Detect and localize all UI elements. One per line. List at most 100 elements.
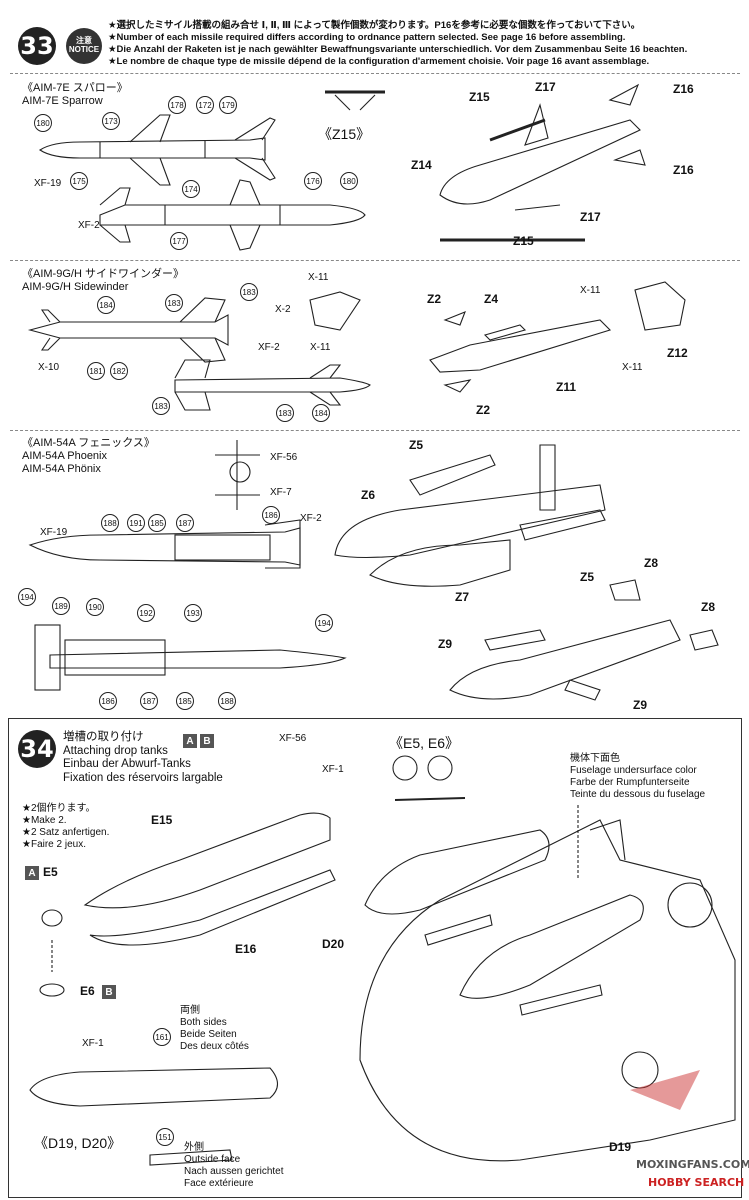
drop-tank-e15 bbox=[83, 812, 331, 909]
make2-fr: ★Faire 2 jeux. bbox=[22, 839, 86, 850]
part-z8-a: Z8 bbox=[644, 556, 659, 570]
paint-xf1-b: XF-1 bbox=[82, 1038, 104, 1049]
outside-face-en: Outside face bbox=[184, 1154, 241, 1165]
callout-184-b: 184 bbox=[312, 404, 330, 422]
sidewinder-title-en: AIM-9G/H Sidewinder bbox=[22, 281, 129, 293]
step-34-title-en: Attaching drop tanks bbox=[63, 744, 168, 757]
callout-185-a: 185 bbox=[148, 514, 166, 532]
phoenix-exploded-2 bbox=[449, 619, 681, 700]
make2-notes: ★2個作ります。 ★Make 2. ★2 Satz anfertigen. ★F… bbox=[22, 803, 109, 851]
step-34-title: 増槽の取り付け Attaching drop tanks Einbau der … bbox=[63, 731, 223, 785]
notice-text-en: ★Number of each missile required differs… bbox=[108, 32, 626, 43]
callout-181: 181 bbox=[87, 362, 105, 380]
callout-172: 172 bbox=[196, 96, 214, 114]
callout-178: 178 bbox=[168, 96, 186, 114]
sidewinder-title: 《AIM-9G/H サイドワインダー》 AIM-9G/H Sidewinder bbox=[22, 268, 184, 294]
paint-xf2-b: XF-2 bbox=[258, 342, 280, 353]
phoenix-title-jp: 《AIM-54A フェニックス》 bbox=[22, 437, 155, 449]
part-z15-a: Z15 bbox=[469, 90, 490, 104]
make2-de: ★2 Satz anfertigen. bbox=[22, 827, 110, 838]
part-z16-a: Z16 bbox=[673, 82, 694, 96]
sidewinder-missile-1 bbox=[27, 314, 229, 346]
step-34-number: 34 bbox=[18, 730, 56, 768]
drop-tank-side bbox=[29, 1067, 279, 1107]
fuselage-color-jp: 機体下面色 bbox=[570, 753, 620, 764]
phoenix-exploded-1 bbox=[334, 484, 606, 559]
sidewinder-exploded bbox=[429, 319, 612, 373]
part-z2-b: Z2 bbox=[476, 403, 491, 417]
callout-183-c: 183 bbox=[152, 397, 170, 415]
part-z17-b: Z17 bbox=[580, 210, 601, 224]
part-z15-b: Z15 bbox=[513, 234, 534, 248]
fuselage-color-fr: Teinte du dessous du fuselage bbox=[570, 789, 706, 800]
callout-193: 193 bbox=[184, 604, 202, 622]
part-z2-a: Z2 bbox=[427, 292, 442, 306]
callout-187-a: 187 bbox=[176, 514, 194, 532]
callout-175: 175 bbox=[70, 172, 88, 190]
callout-184-a: 184 bbox=[97, 296, 115, 314]
paint-xf7: XF-7 bbox=[270, 487, 292, 498]
fuselage-color-de: Farbe der Rumpfunterseite bbox=[570, 777, 690, 788]
callout-194-b: 194 bbox=[315, 614, 333, 632]
callout-176: 176 bbox=[304, 172, 322, 190]
callout-177: 177 bbox=[170, 232, 188, 250]
callout-180-b: 180 bbox=[340, 172, 358, 190]
part-z11: Z11 bbox=[556, 380, 577, 394]
part-z9-a: Z9 bbox=[438, 637, 453, 651]
divider-phoenix bbox=[10, 430, 740, 431]
paint-xf2-a: XF-2 bbox=[78, 220, 100, 231]
callout-186-b: 186 bbox=[99, 692, 117, 710]
d19-d20-label: 《D19, D20》 bbox=[34, 1135, 122, 1151]
divider-sparrow bbox=[10, 73, 740, 74]
drop-tank-e16 bbox=[89, 869, 336, 946]
part-z9-b: Z9 bbox=[633, 698, 648, 712]
callout-187-b: 187 bbox=[140, 692, 158, 710]
both-sides-fr: Des deux côtés bbox=[180, 1041, 249, 1052]
sparrow-title: 《AIM-7E スパロー》 AIM-7E Sparrow bbox=[22, 82, 128, 108]
both-sides-note: 両側 Both sides Beide Seiten Des deux côté… bbox=[180, 1005, 249, 1053]
callout-194-a: 194 bbox=[18, 588, 36, 606]
part-d20: D20 bbox=[322, 937, 345, 951]
drop-tank-right bbox=[459, 894, 644, 999]
e5-e6-label: 《E5, E6》 bbox=[389, 735, 460, 751]
part-e6-shape bbox=[39, 983, 65, 997]
callout-183-b: 183 bbox=[240, 283, 258, 301]
part-z17-a: Z17 bbox=[535, 80, 556, 94]
callout-180-a: 180 bbox=[34, 114, 52, 132]
notice-text-jp: ★選択したミサイル搭載の組み合せ Ⅰ, Ⅱ, Ⅲ によって製作個数が変わります。… bbox=[108, 20, 641, 31]
callout-188-b: 188 bbox=[218, 692, 236, 710]
callout-189: 189 bbox=[52, 597, 70, 615]
part-z14: Z14 bbox=[411, 158, 432, 172]
paint-xf56-b: XF-56 bbox=[279, 733, 307, 744]
step-34-title-fr: Fixation des réservoirs largable bbox=[63, 771, 223, 784]
paint-x10: X-10 bbox=[38, 362, 60, 373]
make2-en: ★Make 2. bbox=[22, 815, 67, 826]
sparrow-exploded bbox=[439, 119, 641, 205]
outside-face-jp: 外側 bbox=[184, 1142, 204, 1153]
both-sides-jp: 両側 bbox=[180, 1005, 200, 1016]
outside-face-fr: Face extérieure bbox=[184, 1178, 254, 1189]
sparrow-missile-2 bbox=[99, 204, 366, 226]
sparrow-missile-1 bbox=[39, 137, 266, 161]
paint-x11-d: X-11 bbox=[622, 362, 643, 373]
callout-188-a: 188 bbox=[101, 514, 119, 532]
callout-182: 182 bbox=[110, 362, 128, 380]
paint-x11-b: X-11 bbox=[310, 342, 331, 353]
sidewinder-title-jp: 《AIM-9G/H サイドワインダー》 bbox=[22, 268, 184, 280]
callout-183-a: 183 bbox=[165, 294, 183, 312]
callout-190: 190 bbox=[86, 598, 104, 616]
part-z5-b: Z5 bbox=[580, 570, 595, 584]
outside-face-note: 外側 Outside face Nach aussen gerichtet Fa… bbox=[184, 1142, 284, 1190]
notice-text-de: ★Die Anzahl der Raketen ist je nach gewä… bbox=[108, 44, 688, 55]
paint-xf1-a: XF-1 bbox=[322, 764, 344, 775]
notice-badge: 注意 NOTICE bbox=[66, 28, 102, 64]
badge-a: A bbox=[183, 734, 197, 748]
callout-161: 161 bbox=[153, 1028, 171, 1046]
both-sides-en: Both sides bbox=[180, 1017, 227, 1028]
phoenix-missile-2 bbox=[49, 649, 347, 669]
make2-jp: ★2個作ります。 bbox=[22, 803, 96, 814]
drop-tank-left bbox=[364, 829, 550, 915]
step-33-number: 33 bbox=[18, 27, 56, 65]
sparrow-title-en: AIM-7E Sparrow bbox=[22, 95, 103, 107]
watermark-site: MOXINGFANS.COM bbox=[636, 1158, 749, 1171]
